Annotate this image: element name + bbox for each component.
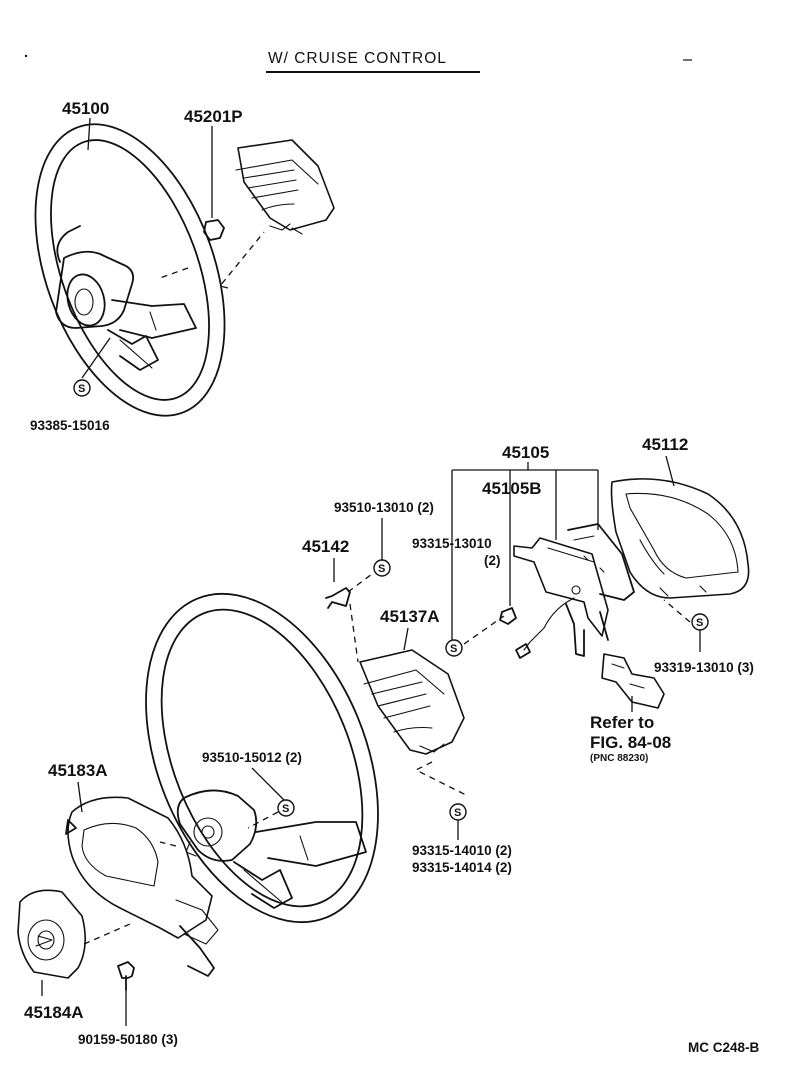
pad-45137A — [359, 649, 465, 755]
label-93315-14014: 93315-14014 (2) — [412, 860, 512, 875]
footer-code: MC C248-B — [688, 1040, 760, 1055]
bracket-45105 — [513, 523, 635, 659]
leader-45112 — [665, 455, 675, 487]
cover-45112 — [610, 478, 750, 599]
screw-icon — [117, 961, 135, 991]
label-45183A: 45183A — [48, 761, 108, 780]
leader-93510-15012 — [251, 767, 285, 801]
label-45137A: 45137A — [380, 607, 440, 626]
dash-93319 — [663, 599, 691, 623]
label-45105: 45105 — [502, 443, 549, 462]
label-45142: 45142 — [302, 537, 349, 556]
label-45105B: 45105B — [482, 479, 542, 498]
label-93315-13010: 93315-13010 — [412, 536, 492, 551]
refer-to-text: Refer to — [590, 713, 654, 732]
cover-45183A — [65, 796, 219, 977]
clip-45142 — [325, 587, 351, 609]
label-45201P: 45201P — [184, 107, 243, 126]
label-93315-13010-qty: (2) — [484, 553, 501, 568]
leader-45105 — [451, 462, 599, 640]
leader-93385 — [81, 337, 111, 379]
steering-wheel-bottom — [145, 592, 379, 924]
nut-icon — [499, 607, 517, 625]
s-mark-icon — [73, 379, 91, 397]
dash-93315-13010 — [463, 615, 505, 645]
label-93510-13010: 93510-13010 (2) — [334, 500, 434, 515]
dash-45142 — [347, 573, 373, 593]
label-93510-15012: 93510-15012 (2) — [202, 750, 302, 765]
s-mark-icon — [277, 799, 295, 817]
s-mark-icon — [373, 559, 391, 577]
label-93319: 93319-13010 (3) — [654, 660, 754, 675]
dash-45183A — [159, 841, 177, 847]
speck — [24, 54, 28, 58]
leader-45100 — [87, 117, 91, 151]
s-mark-icon — [445, 639, 463, 657]
steering-wheel-45100 — [34, 123, 226, 417]
leader-45183A — [77, 781, 83, 813]
leader-45137A — [403, 627, 409, 651]
pnc-ref-text: (PNC 88230) — [590, 753, 648, 764]
fig-ref-text: FIG. 84-08 — [590, 733, 671, 752]
s-mark-letter: S — [454, 807, 461, 819]
s-mark-letter: S — [450, 643, 457, 655]
cruise-switch-part — [601, 653, 665, 709]
dash-45142-down — [349, 603, 359, 663]
label-90159: 90159-50180 (3) — [78, 1032, 178, 1047]
dash-45201P — [218, 231, 265, 289]
s-mark-letter: S — [696, 617, 703, 629]
switch-45184A — [17, 889, 86, 979]
label-93315-14010: 93315-14010 (2) — [412, 843, 512, 858]
label-93385: 93385-15016 — [30, 418, 110, 433]
header-title: W/ CRUISE CONTROL — [268, 50, 447, 67]
label-45112: 45112 — [642, 435, 688, 454]
dash-hub — [159, 267, 189, 279]
nut-icon — [203, 219, 225, 241]
s-mark-letter: S — [378, 563, 385, 575]
dash-45137A — [414, 761, 469, 797]
label-45184A: 45184A — [24, 1003, 84, 1022]
label-45100: 45100 — [62, 99, 109, 118]
dash-93510-15012 — [247, 811, 279, 829]
dash-45184A — [83, 923, 131, 945]
s-mark-letter: S — [282, 803, 289, 815]
s-mark-letter: S — [78, 383, 85, 395]
pad-45201P — [235, 139, 335, 235]
